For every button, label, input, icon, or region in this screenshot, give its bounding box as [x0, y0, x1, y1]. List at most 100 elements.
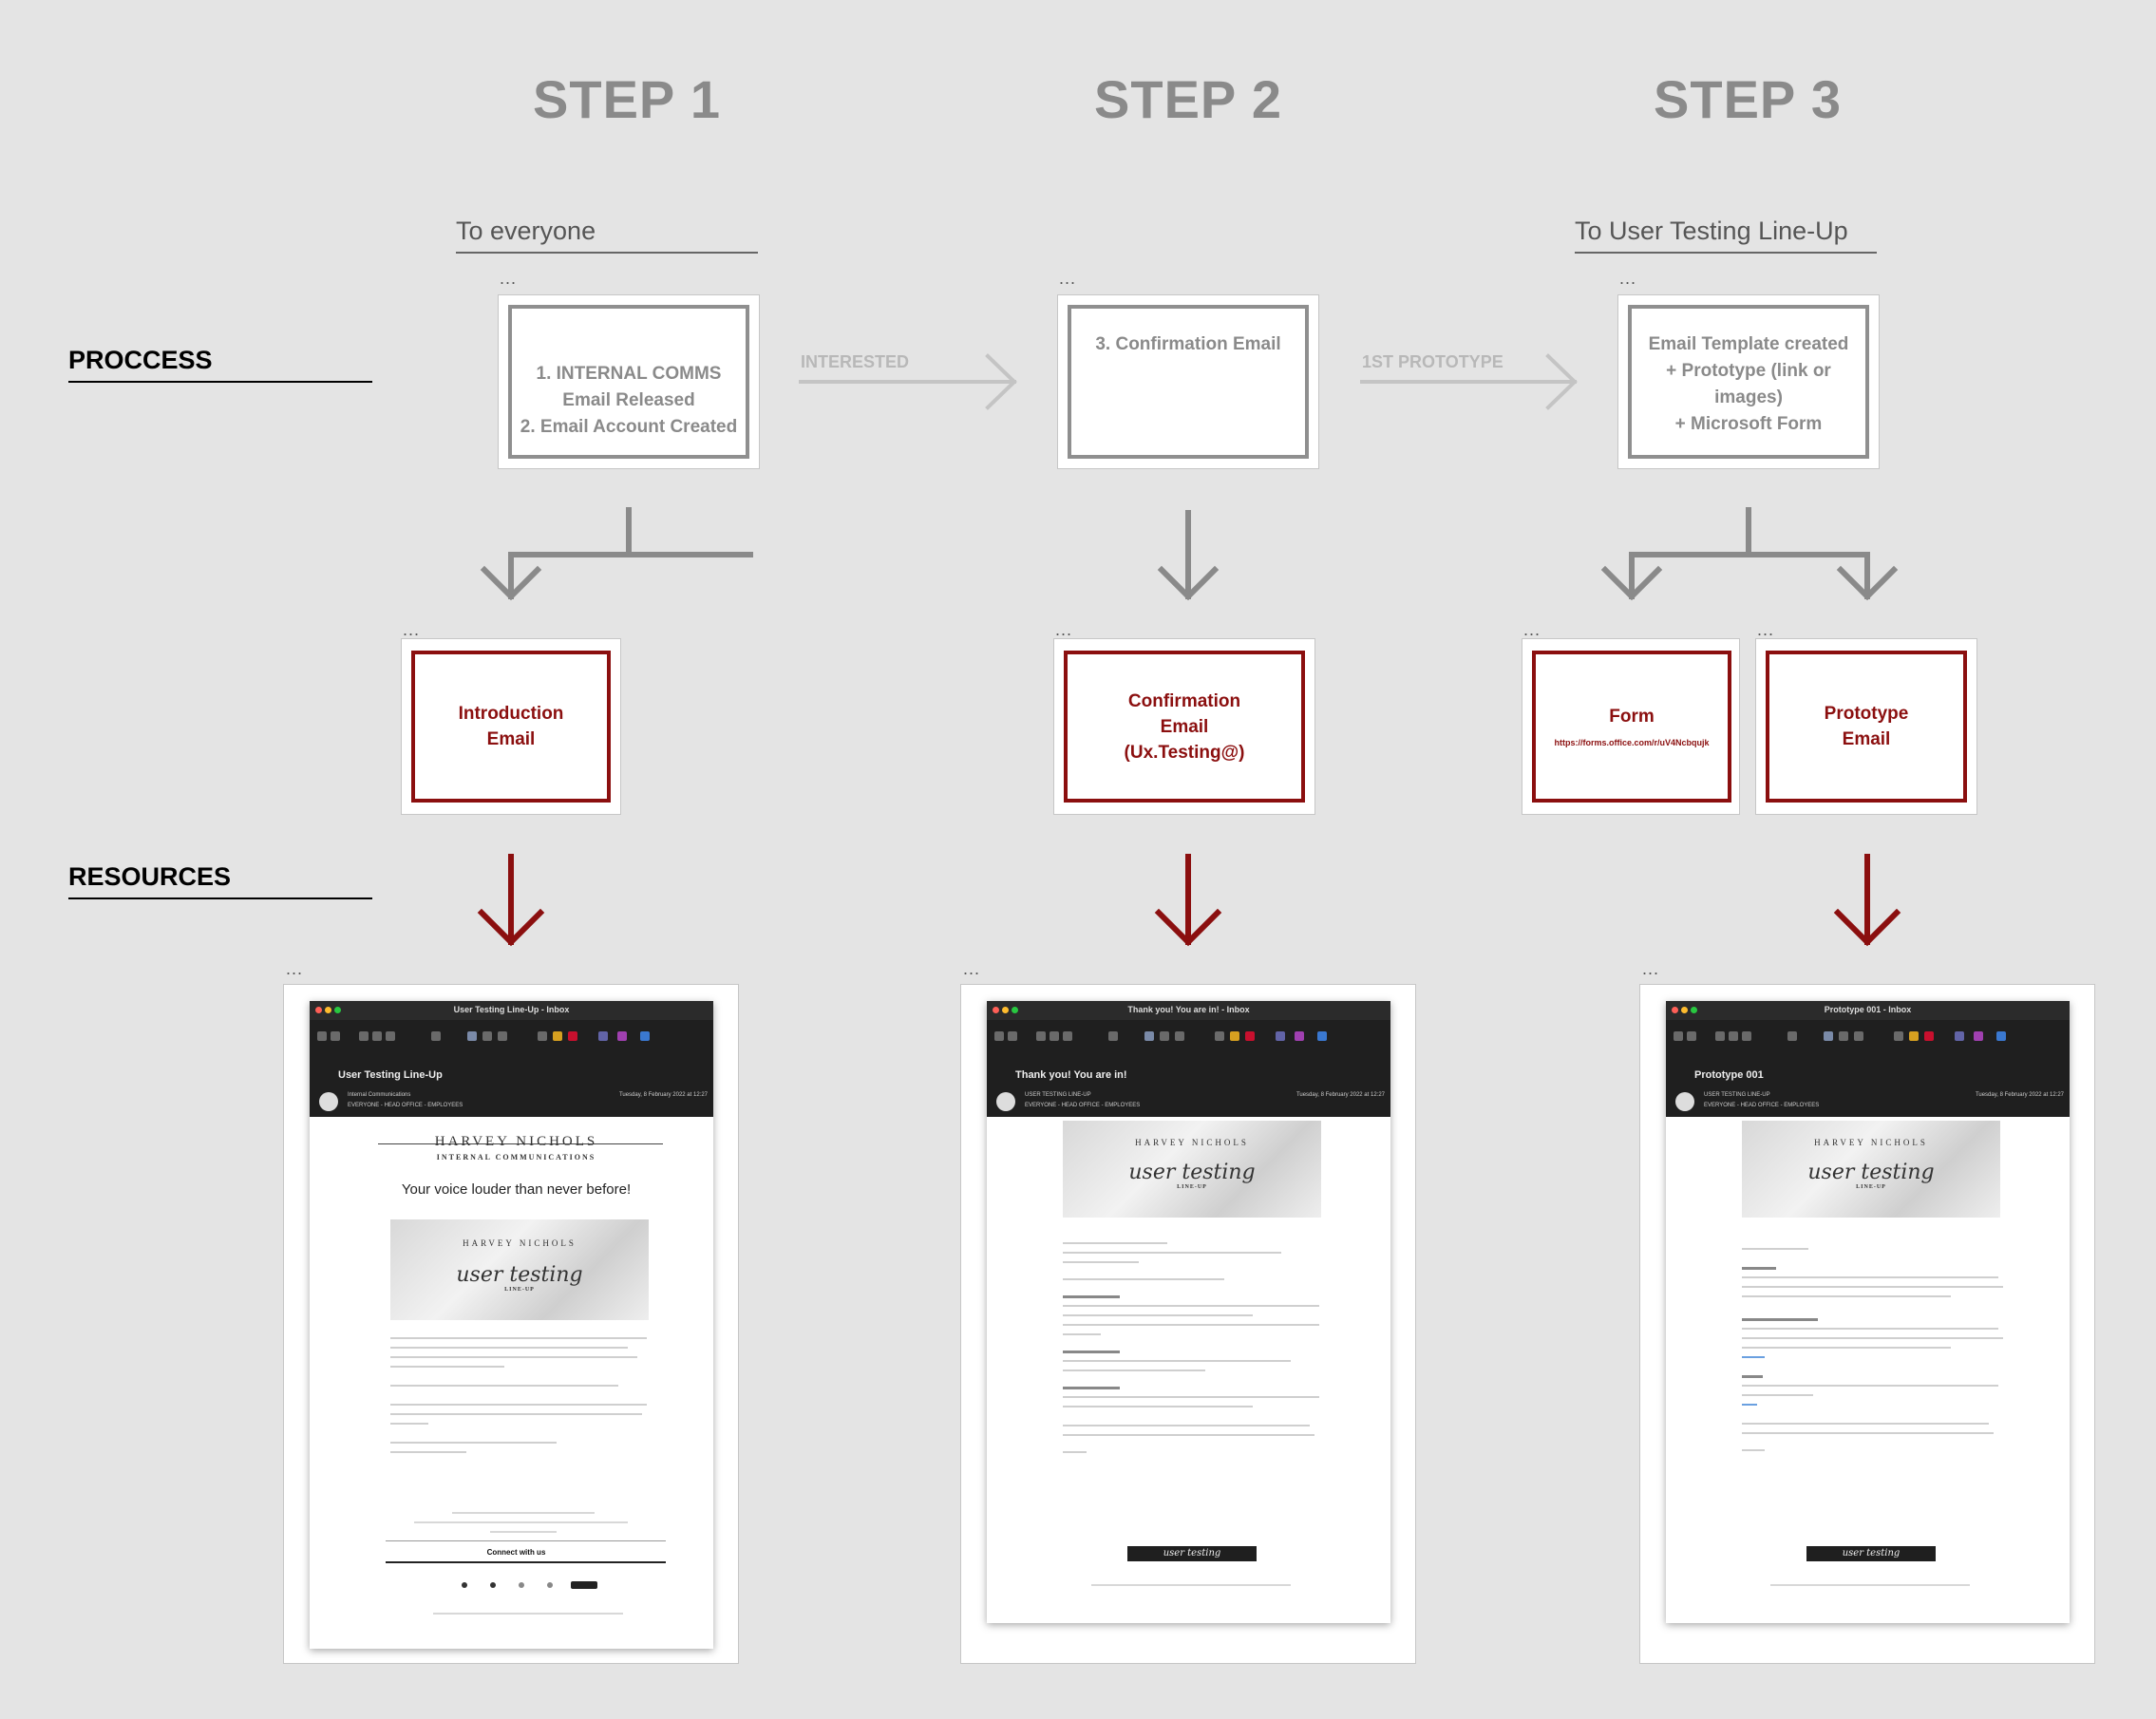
categorise-icon[interactable] [553, 1031, 562, 1041]
categorise-icon[interactable] [1230, 1031, 1239, 1041]
resources-section-label: RESOURCES [68, 862, 372, 899]
instagram-icon[interactable] [519, 1582, 524, 1588]
frame-options-dots[interactable]: ... [963, 959, 981, 978]
form-url-link[interactable]: https://forms.office.com/r/uV4Ncbqujk [1554, 737, 1710, 747]
audience-everyone: To everyone [456, 217, 758, 254]
flow-label-interested: INTERESTED [801, 352, 910, 371]
frame-options-dots[interactable]: ... [1055, 620, 1073, 639]
form-link[interactable] [1742, 1404, 1757, 1406]
rules-icon[interactable] [498, 1031, 507, 1041]
text-line [390, 1347, 628, 1349]
process-card-step-3: Email Template created + Prototype (link… [1617, 294, 1880, 469]
designs-link[interactable] [1742, 1356, 1765, 1358]
send-to-onenote-icon[interactable] [1974, 1031, 1983, 1041]
close-window-button[interactable] [993, 1007, 999, 1013]
switch-background-icon[interactable] [1787, 1031, 1797, 1041]
text-line [1742, 1432, 1994, 1434]
send-to-onenote-icon[interactable] [1295, 1031, 1304, 1041]
delete-icon[interactable] [994, 1031, 1004, 1041]
move-icon[interactable] [467, 1031, 477, 1041]
resource-line: Email [1842, 729, 1891, 749]
rules-icon[interactable] [1175, 1031, 1184, 1041]
reply-icon[interactable] [359, 1031, 369, 1041]
reply-icon[interactable] [1715, 1031, 1725, 1041]
delete-icon[interactable] [1674, 1031, 1683, 1041]
archive-icon[interactable] [1687, 1031, 1696, 1041]
email-recipients: EVERYONE - HEAD OFFICE - EMPLOYEES [348, 1103, 463, 1108]
junk-icon[interactable] [1160, 1031, 1169, 1041]
frame-options-dots[interactable]: ... [286, 959, 304, 978]
youtube-icon[interactable] [571, 1581, 597, 1589]
viva-insights-icon[interactable] [1317, 1031, 1327, 1041]
text-line [1742, 1423, 1989, 1425]
switch-background-icon[interactable] [1108, 1031, 1118, 1041]
share-to-teams-icon[interactable] [598, 1031, 608, 1041]
junk-icon[interactable] [1839, 1031, 1848, 1041]
minimize-window-button[interactable] [1681, 1007, 1688, 1013]
viva-insights-icon[interactable] [1996, 1031, 2006, 1041]
arrow-resource-step-1 [477, 854, 545, 947]
facebook-icon[interactable] [462, 1582, 467, 1588]
frame-options-dots[interactable]: ... [403, 620, 421, 639]
frame-options-dots[interactable]: ... [1523, 620, 1541, 639]
follow-up-flag-icon[interactable] [568, 1031, 577, 1041]
close-window-button[interactable] [1672, 1007, 1678, 1013]
user-testing-banner: HARVEY NICHOLS user testing LINE-UP [1063, 1121, 1321, 1218]
move-icon[interactable] [1824, 1031, 1833, 1041]
audience-user-testing-line-up: To User Testing Line-Up [1575, 217, 1877, 254]
read-unread-icon[interactable] [1894, 1031, 1903, 1041]
forward-icon[interactable] [1063, 1031, 1072, 1041]
section-heading [1063, 1351, 1120, 1353]
zoom-window-button[interactable] [334, 1007, 341, 1013]
avatar [996, 1092, 1015, 1111]
frame-options-dots[interactable]: ... [1642, 959, 1660, 978]
forward-icon[interactable] [1742, 1031, 1751, 1041]
read-unread-icon[interactable] [538, 1031, 547, 1041]
frame-options-dots[interactable]: ... [1757, 620, 1775, 639]
move-icon[interactable] [1144, 1031, 1154, 1041]
text-line [414, 1521, 628, 1523]
reply-all-icon[interactable] [372, 1031, 382, 1041]
read-unread-icon[interactable] [1215, 1031, 1224, 1041]
banner-brand: HARVEY NICHOLS [463, 1238, 577, 1248]
send-to-onenote-icon[interactable] [617, 1031, 627, 1041]
banner-script-logo: user testing [1128, 1161, 1256, 1184]
resource-box-intro-email: Introduction Email [411, 651, 611, 803]
minimize-window-button[interactable] [325, 1007, 331, 1013]
share-to-teams-icon[interactable] [1955, 1031, 1964, 1041]
reply-all-icon[interactable] [1729, 1031, 1738, 1041]
forward-icon[interactable] [386, 1031, 395, 1041]
email-subject: Thank you! You are in! [987, 1064, 1390, 1086]
frame-options-dots[interactable]: ... [1059, 269, 1077, 288]
pinterest-icon[interactable] [547, 1582, 553, 1588]
text-line [1063, 1370, 1205, 1371]
archive-icon[interactable] [1008, 1031, 1017, 1041]
switch-background-icon[interactable] [431, 1031, 441, 1041]
resource-box-confirmation-email: Confirmation Email (Ux.Testing@) [1064, 651, 1305, 803]
rules-icon[interactable] [1854, 1031, 1863, 1041]
frame-options-dots[interactable]: ... [500, 269, 518, 288]
footer-line [433, 1613, 623, 1615]
window-titlebar: Thank you! You are in! - Inbox [987, 1001, 1390, 1020]
zoom-window-button[interactable] [1691, 1007, 1697, 1013]
minimize-window-button[interactable] [1002, 1007, 1009, 1013]
zoom-window-button[interactable] [1012, 1007, 1018, 1013]
text-line [1063, 1434, 1314, 1436]
brand-rule-top [378, 1143, 663, 1144]
close-window-button[interactable] [315, 1007, 322, 1013]
follow-up-flag-icon[interactable] [1245, 1031, 1255, 1041]
viva-insights-icon[interactable] [640, 1031, 650, 1041]
archive-icon[interactable] [331, 1031, 340, 1041]
email-card-prototype: Prototype 001 - Inbox Prototype 001 USER… [1639, 984, 2095, 1664]
delete-icon[interactable] [317, 1031, 327, 1041]
reply-all-icon[interactable] [1050, 1031, 1059, 1041]
sender-name: USER TESTING LINE-UP [1704, 1092, 1770, 1098]
junk-icon[interactable] [482, 1031, 492, 1041]
frame-options-dots[interactable]: ... [1619, 269, 1637, 288]
banner-script-logo: user testing [1807, 1161, 1935, 1184]
categorise-icon[interactable] [1909, 1031, 1919, 1041]
twitter-icon[interactable] [490, 1582, 496, 1588]
share-to-teams-icon[interactable] [1276, 1031, 1285, 1041]
follow-up-flag-icon[interactable] [1924, 1031, 1934, 1041]
reply-icon[interactable] [1036, 1031, 1046, 1041]
